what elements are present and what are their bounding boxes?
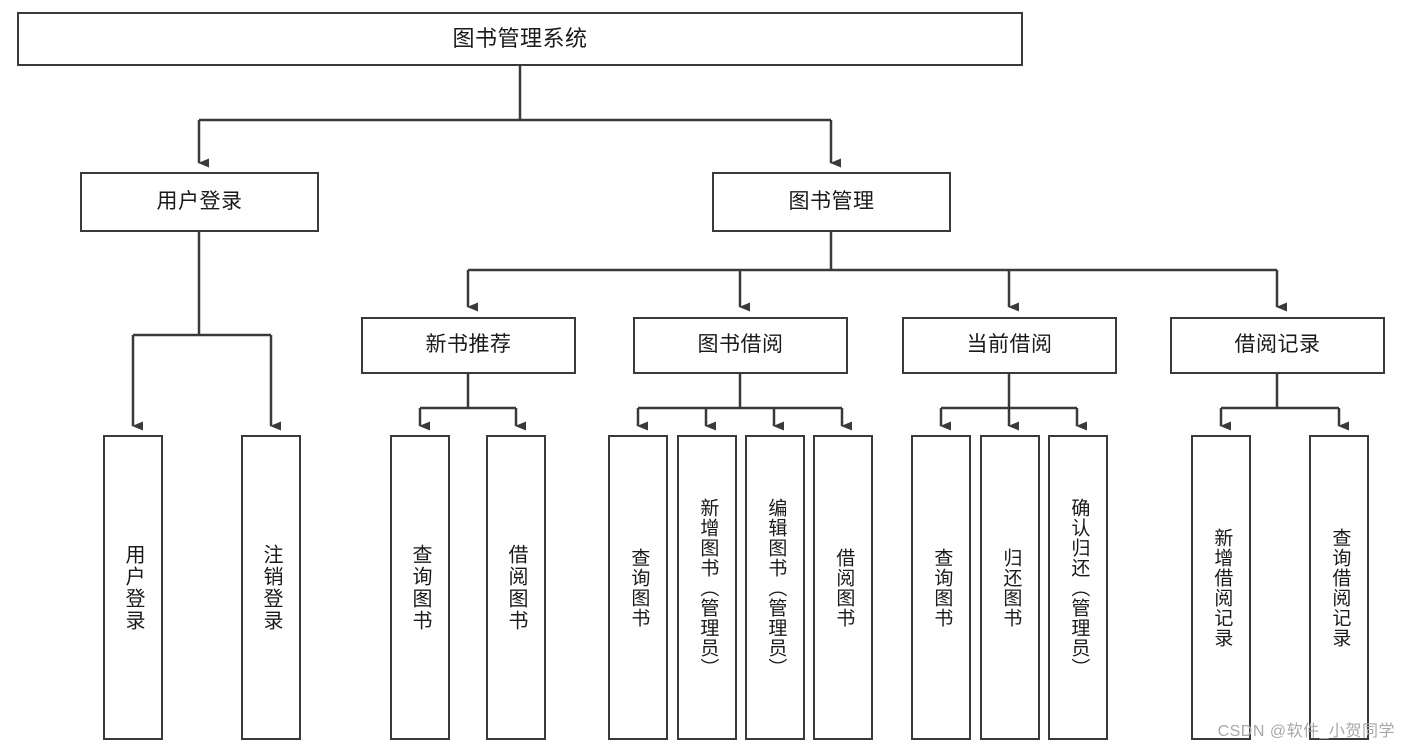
node-borrow-records-label: 借阅记录 xyxy=(1234,333,1321,357)
node-book-management[interactable]: 图书管理 xyxy=(712,172,951,232)
leaf-new-book-borrow-label: 借阅图书 xyxy=(505,543,527,632)
leaf-records-query-record[interactable]: 查询借阅记录 xyxy=(1309,435,1369,740)
leaf-records-add-record[interactable]: 新增借阅记录 xyxy=(1191,435,1251,740)
leaf-borrow-query-book[interactable]: 查询图书 xyxy=(608,435,668,740)
node-borrow-records[interactable]: 借阅记录 xyxy=(1170,317,1385,374)
node-root[interactable]: 图书管理系统 xyxy=(17,12,1023,66)
node-book-borrow[interactable]: 图书借阅 xyxy=(633,317,848,374)
leaf-borrow-borrow-book[interactable]: 借阅图书 xyxy=(813,435,873,740)
leaf-borrow-add-book-label: 新增图书（管理员） xyxy=(697,497,719,678)
leaf-records-add-record-label: 新增借阅记录 xyxy=(1211,527,1233,648)
leaf-borrow-add-book[interactable]: 新增图书（管理员） xyxy=(677,435,737,740)
csdn-watermark: CSDN @软件_小贺同学 xyxy=(1217,723,1395,740)
leaf-borrow-edit-book[interactable]: 编辑图书（管理员） xyxy=(745,435,805,740)
leaf-user-login-logout-label: 注销登录 xyxy=(260,543,282,632)
leaf-user-login-login[interactable]: 用户登录 xyxy=(103,435,163,740)
leaf-borrow-query-book-label: 查询图书 xyxy=(628,547,650,628)
node-book-borrow-label: 图书借阅 xyxy=(697,333,784,357)
leaf-user-login-logout[interactable]: 注销登录 xyxy=(241,435,301,740)
leaf-borrow-edit-book-label: 编辑图书（管理员） xyxy=(765,497,787,678)
node-current-borrow[interactable]: 当前借阅 xyxy=(902,317,1117,374)
leaf-current-return-book-label: 归还图书 xyxy=(1000,547,1022,628)
leaf-current-query-book[interactable]: 查询图书 xyxy=(911,435,971,740)
leaf-new-book-query[interactable]: 查询图书 xyxy=(390,435,450,740)
leaf-records-query-record-label: 查询借阅记录 xyxy=(1329,527,1351,648)
node-root-label: 图书管理系统 xyxy=(452,26,588,52)
node-current-borrow-label: 当前借阅 xyxy=(966,333,1053,357)
node-book-management-label: 图书管理 xyxy=(788,189,875,213)
leaf-current-query-book-label: 查询图书 xyxy=(931,547,953,628)
leaf-borrow-borrow-book-label: 借阅图书 xyxy=(833,547,855,628)
leaf-current-confirm-return[interactable]: 确认归还（管理员） xyxy=(1048,435,1108,740)
node-user-login-label: 用户登录 xyxy=(156,189,243,213)
leaf-current-return-book[interactable]: 归还图书 xyxy=(980,435,1040,740)
leaf-current-confirm-return-label: 确认归还（管理员） xyxy=(1068,497,1090,678)
node-user-login[interactable]: 用户登录 xyxy=(80,172,319,232)
leaf-user-login-login-label: 用户登录 xyxy=(122,543,144,632)
leaf-new-book-borrow[interactable]: 借阅图书 xyxy=(486,435,546,740)
node-new-book-recommend-label: 新书推荐 xyxy=(425,333,512,357)
node-new-book-recommend[interactable]: 新书推荐 xyxy=(361,317,576,374)
leaf-new-book-query-label: 查询图书 xyxy=(409,543,431,632)
